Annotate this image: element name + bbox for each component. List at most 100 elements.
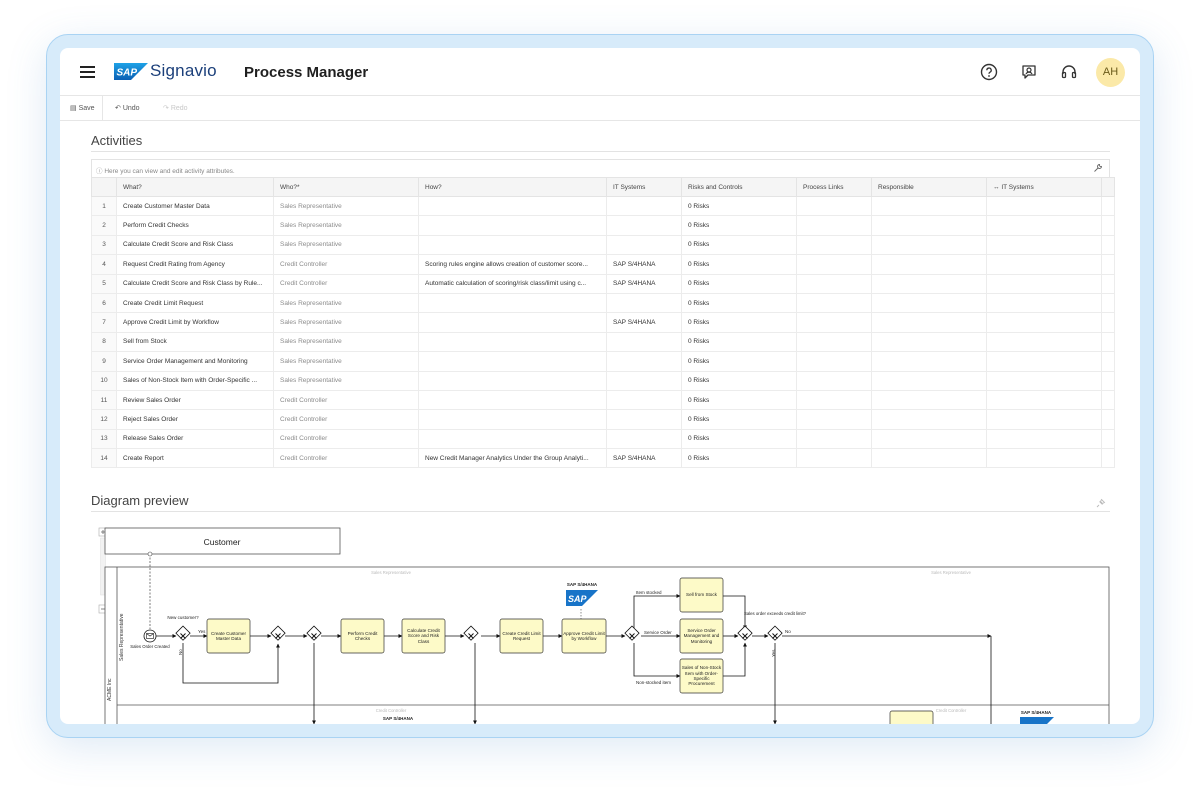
responsible-cell[interactable] [871, 312, 987, 333]
responsible-cell[interactable] [871, 389, 987, 411]
responsible-cell[interactable] [871, 370, 987, 391]
it-systems-cell[interactable]: SAP S/4HANA [606, 448, 682, 469]
task-sales-non-stock-item[interactable]: Sales of Non-Stock Item with Order-Speci… [679, 658, 724, 694]
linked-it-systems-cell[interactable] [986, 234, 1102, 256]
who-cell[interactable]: Credit Controller [273, 389, 419, 411]
responsible-cell[interactable] [871, 331, 987, 353]
it-systems-cell[interactable] [606, 351, 682, 372]
what-cell[interactable]: Calculate Credit Score and Risk Class [116, 234, 274, 256]
gateway-merge-1[interactable] [270, 625, 286, 641]
linked-it-systems-cell[interactable] [986, 312, 1102, 333]
process-links-cell[interactable] [796, 389, 872, 411]
customer-pool[interactable] [104, 527, 341, 555]
column-header-risks[interactable]: Risks and Controls [681, 177, 797, 197]
task-calculate-credit-score[interactable]: Calculate Credit Score and Risk Class [401, 618, 446, 654]
column-header-process-links[interactable]: Process Links [796, 177, 872, 197]
responsible-cell[interactable] [871, 254, 987, 275]
risks-cell[interactable]: 0 Risks [681, 370, 797, 391]
risks-cell[interactable]: 0 Risks [681, 331, 797, 353]
it-systems-cell[interactable] [606, 370, 682, 391]
how-cell[interactable] [418, 292, 607, 314]
column-header-how[interactable]: How? [418, 177, 607, 197]
task-service-order-management[interactable]: Service Order Management and Monitoring [679, 618, 724, 654]
process-links-cell[interactable] [796, 370, 872, 391]
responsible-cell[interactable] [871, 292, 987, 314]
support-headset-icon[interactable] [1060, 63, 1078, 81]
gateway-stock-split[interactable] [624, 625, 640, 641]
user-avatar[interactable]: AH [1096, 58, 1125, 87]
risks-cell[interactable]: 0 Risks [681, 428, 797, 450]
undo-button[interactable]: ↶ Undo [115, 104, 140, 112]
column-header-who[interactable]: Who?* [273, 177, 419, 197]
task-approve-credit-limit[interactable]: Approve Credit Limit by Workflow [561, 618, 607, 654]
responsible-cell[interactable] [871, 428, 987, 450]
risks-cell[interactable]: 0 Risks [681, 254, 797, 275]
overflow-cell[interactable] [1101, 292, 1115, 314]
it-systems-cell[interactable] [606, 331, 682, 353]
task-create-customer-master-data[interactable]: Create Customer Master Data [206, 618, 251, 654]
gateway-exceeds-limit[interactable] [767, 625, 783, 641]
what-cell[interactable]: Approve Credit Limit by Workflow [116, 312, 274, 333]
how-cell[interactable] [418, 428, 607, 450]
task-partial-lane2[interactable] [889, 710, 934, 724]
bpmn-diagram-canvas[interactable]: Customer ACME Inc Sales Representative S… [91, 511, 1110, 724]
risks-cell[interactable]: 0 Risks [681, 448, 797, 469]
what-cell[interactable]: Create Report [116, 448, 274, 469]
overflow-cell[interactable] [1101, 409, 1115, 430]
how-cell[interactable] [418, 234, 607, 256]
how-cell[interactable] [418, 370, 607, 391]
what-cell[interactable]: Review Sales Order [116, 389, 274, 411]
what-cell[interactable]: Create Credit Limit Request [116, 292, 274, 314]
overflow-cell[interactable] [1101, 273, 1115, 294]
menu-icon[interactable] [80, 66, 95, 78]
save-button[interactable]: ▤ Save [70, 104, 95, 112]
risks-cell[interactable]: 0 Risks [681, 312, 797, 333]
acme-pool[interactable] [104, 566, 1110, 724]
who-cell[interactable]: Credit Controller [273, 409, 419, 430]
process-links-cell[interactable] [796, 195, 872, 217]
overflow-cell[interactable] [1101, 312, 1115, 333]
responsible-cell[interactable] [871, 351, 987, 372]
help-icon[interactable] [980, 63, 998, 81]
who-cell[interactable]: Credit Controller [273, 273, 419, 294]
it-systems-cell[interactable] [606, 234, 682, 256]
overflow-cell[interactable] [1101, 351, 1115, 372]
who-cell[interactable]: Sales Representative [273, 234, 419, 256]
responsible-cell[interactable] [871, 409, 987, 430]
who-cell[interactable]: Credit Controller [273, 428, 419, 450]
overflow-cell[interactable] [1101, 428, 1115, 450]
who-cell[interactable]: Credit Controller [273, 448, 419, 469]
task-create-credit-limit-request[interactable]: Create Credit Limit Request [499, 618, 544, 654]
who-cell[interactable]: Sales Representative [273, 195, 419, 217]
process-links-cell[interactable] [796, 234, 872, 256]
responsible-cell[interactable] [871, 234, 987, 256]
it-systems-cell[interactable] [606, 215, 682, 236]
what-cell[interactable]: Release Sales Order [116, 428, 274, 450]
gateway-3[interactable] [463, 625, 479, 641]
responsible-cell[interactable] [871, 273, 987, 294]
overflow-cell[interactable] [1101, 195, 1115, 217]
what-cell[interactable]: Service Order Management and Monitoring [116, 351, 274, 372]
process-links-cell[interactable] [796, 254, 872, 275]
feedback-icon[interactable] [1020, 63, 1038, 81]
process-links-cell[interactable] [796, 312, 872, 333]
responsible-cell[interactable] [871, 448, 987, 469]
it-systems-cell[interactable] [606, 292, 682, 314]
what-cell[interactable]: Request Credit Rating from Agency [116, 254, 274, 275]
wrench-icon[interactable] [1093, 163, 1103, 173]
column-header-it-systems[interactable]: IT Systems [606, 177, 682, 197]
zoom-slider-track[interactable] [100, 537, 106, 596]
overflow-cell[interactable] [1101, 331, 1115, 353]
linked-it-systems-cell[interactable] [986, 351, 1102, 372]
what-cell[interactable]: Perform Credit Checks [116, 215, 274, 236]
linked-it-systems-cell[interactable] [986, 409, 1102, 430]
